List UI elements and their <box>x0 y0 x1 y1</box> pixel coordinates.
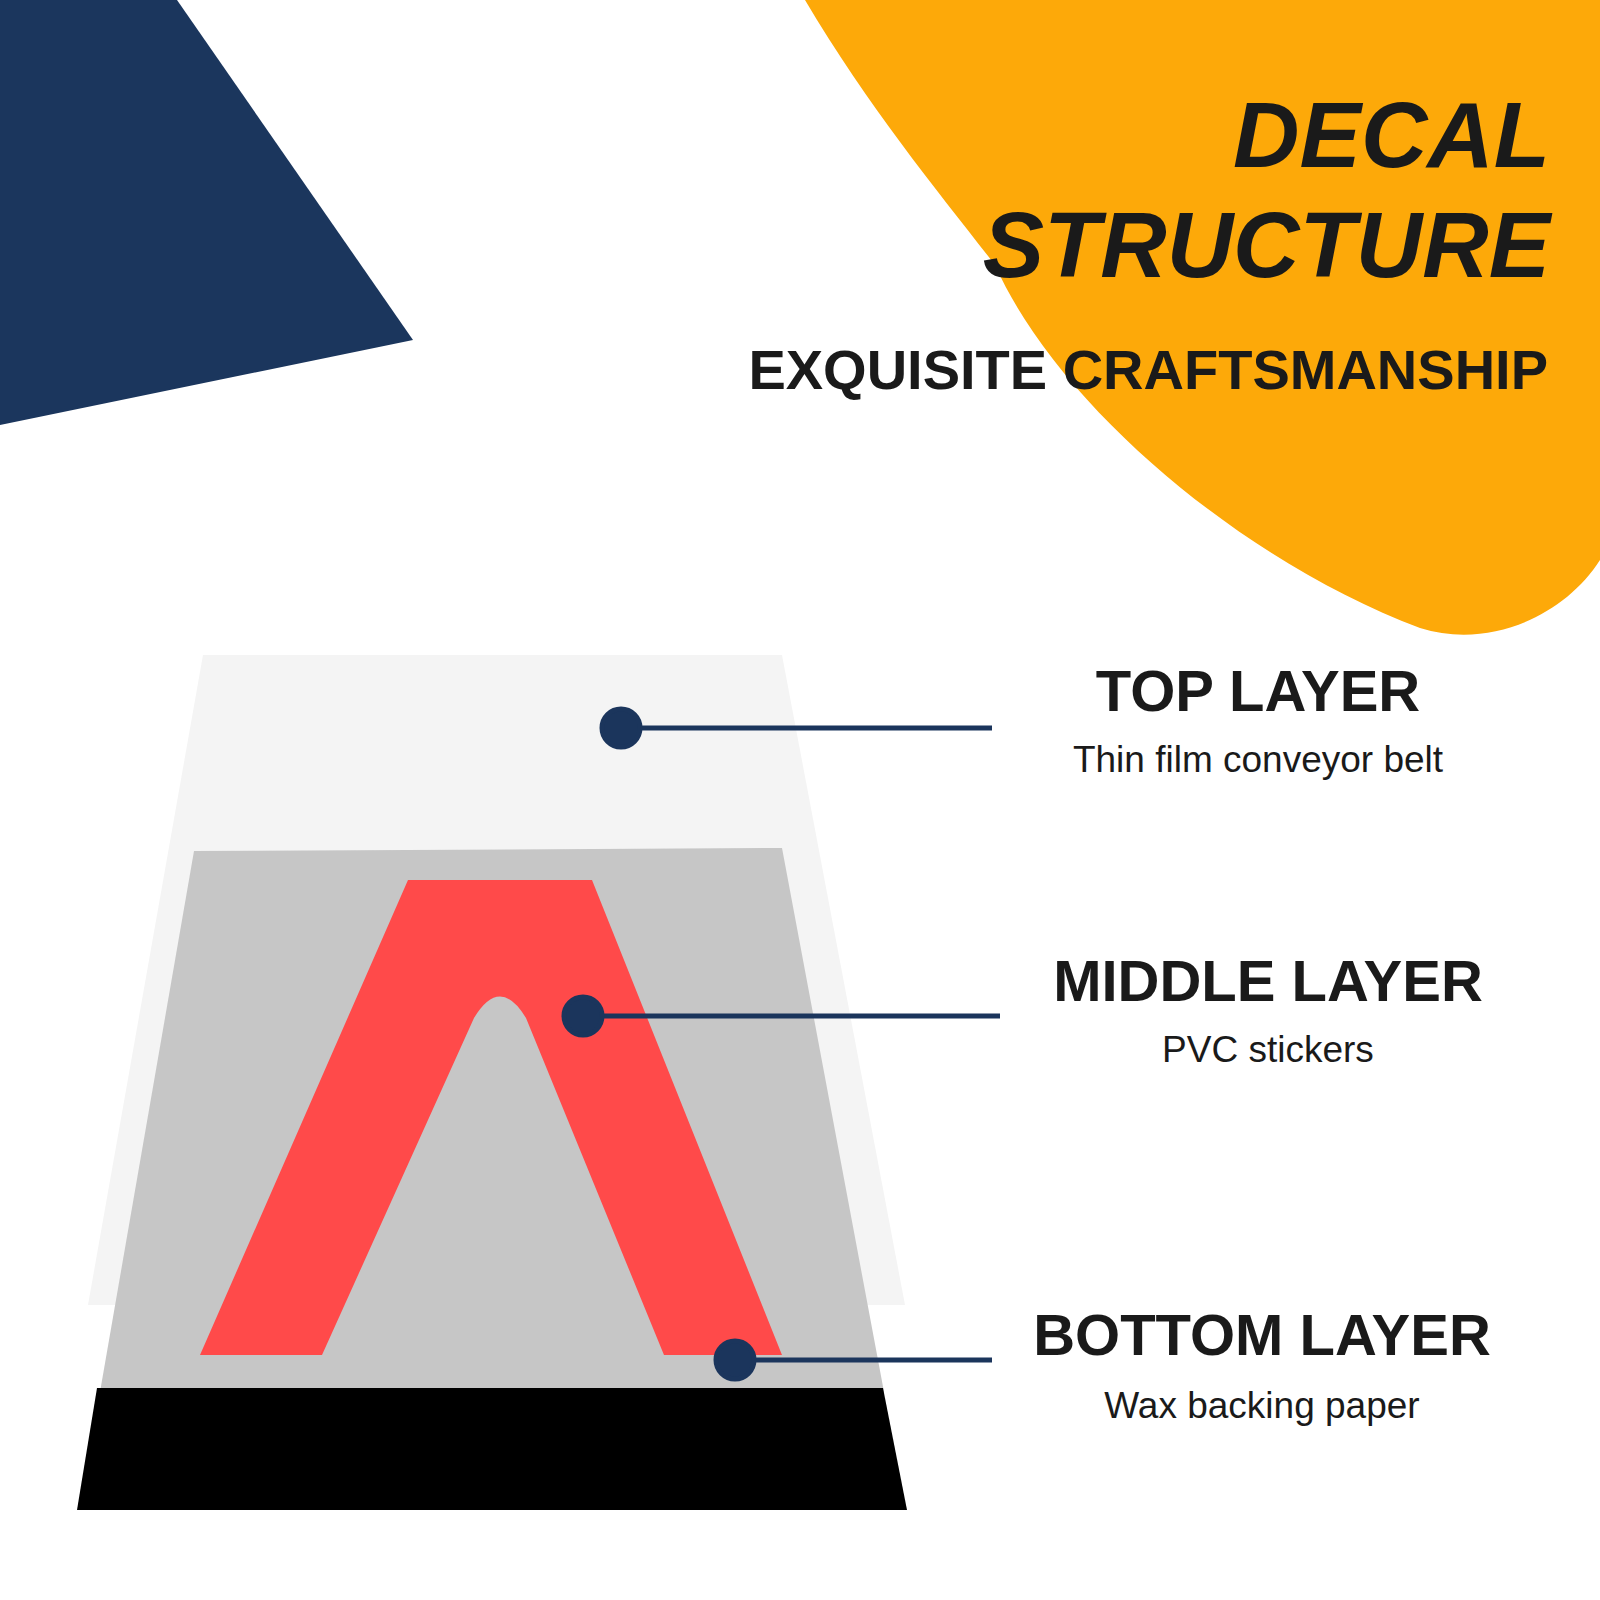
leader-dot <box>716 1341 754 1379</box>
leader-line <box>735 1358 992 1363</box>
layer-note: Thin film conveyor belt <box>1073 738 1443 782</box>
subtitle: EXQUISITE CRAFTSMANSHIP <box>748 338 1548 402</box>
pvc-sticker <box>200 880 782 1355</box>
layer-note: PVC stickers <box>1162 1028 1374 1072</box>
orange-blob <box>805 0 1600 635</box>
layer-heading: TOP LAYER <box>1096 658 1421 724</box>
leader-line <box>583 1014 1000 1019</box>
leader-dot <box>564 997 602 1035</box>
middle-layer-sheet <box>100 848 884 1392</box>
layer-heading: BOTTOM LAYER <box>1033 1302 1491 1368</box>
navy-triangle <box>0 0 413 425</box>
leader-line <box>621 726 992 731</box>
bottom-layer-paper <box>77 1388 907 1510</box>
layer-heading: MIDDLE LAYER <box>1053 948 1483 1014</box>
leader-lines <box>564 709 1000 1379</box>
title: DECAL STRUCTURE <box>890 80 1550 300</box>
layer-note: Wax backing paper <box>1104 1384 1419 1428</box>
leader-dot <box>602 709 640 747</box>
